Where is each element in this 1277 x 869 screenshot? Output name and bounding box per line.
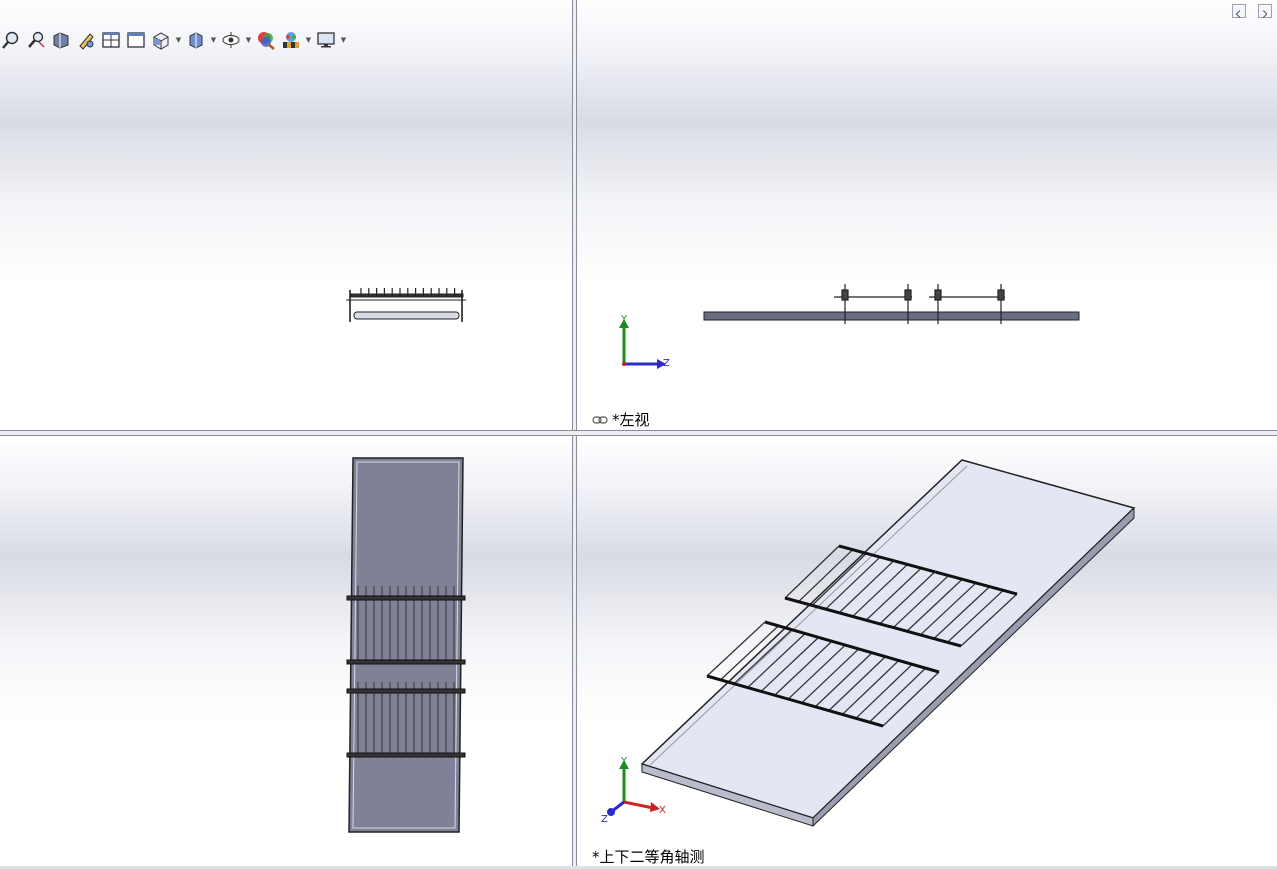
single-view-layout-icon[interactable] [125,29,147,51]
viewport-top-left[interactable]: ▼ ▼ ▼ ▼ ▼ [0,0,572,430]
viewport-left-view[interactable]: Y Z *左视 [577,0,1277,430]
view-settings-icon[interactable] [315,29,337,51]
edit-appearance-icon[interactable] [255,29,277,51]
hide-show-items-icon[interactable] [220,29,242,51]
status-strip [0,866,1277,869]
link-views-icon[interactable] [592,415,608,425]
view-orientation-icon[interactable] [150,29,172,51]
viewport-restore-icon[interactable] [1232,4,1246,18]
four-view-layout-icon[interactable] [100,29,122,51]
model-top-view[interactable] [0,436,572,866]
triad-dimetric: Y X Z [601,756,666,825]
axis-y-label: Y [620,314,628,325]
view-orientation-dropdown-icon[interactable]: ▼ [175,36,182,44]
view-name-label: *上下二等角轴测 [592,846,705,866]
triad-left-view: Y Z [619,314,670,369]
view-name-label: *左视 [592,409,650,430]
view-name-text: *左视 [612,411,650,429]
apply-scene-icon[interactable] [280,29,302,51]
viewport-dimetric-view[interactable]: Y X Z *上下二等角轴测 [577,436,1277,866]
heads-up-view-toolbar: ▼ ▼ ▼ ▼ ▼ [0,28,347,52]
axis-z-label: Z [663,358,670,369]
view-settings-dropdown-icon[interactable]: ▼ [340,36,347,44]
hide-show-items-dropdown-icon[interactable]: ▼ [245,36,252,44]
view-name-text: *上下二等角轴测 [592,848,705,866]
display-style-icon[interactable] [185,29,207,51]
viewport-horizontal-splitter[interactable] [0,430,1277,436]
viewport-bottom-left[interactable] [0,436,572,866]
zoom-to-fit-icon[interactable] [0,29,22,51]
section-view-icon[interactable] [75,29,97,51]
zoom-to-area-icon[interactable] [25,29,47,51]
axis-z-label: Z [601,814,608,825]
model-dimetric-view[interactable]: Y X Z [577,436,1277,866]
model-front-view[interactable] [0,0,572,430]
display-style-dropdown-icon[interactable]: ▼ [210,36,217,44]
model-left-view[interactable]: Y Z [577,0,1277,430]
axis-x-label: X [659,805,666,816]
previous-view-icon[interactable] [50,29,72,51]
viewport-maximize-icon[interactable] [1258,4,1272,18]
apply-scene-dropdown-icon[interactable]: ▼ [305,36,312,44]
axis-y-label: Y [620,756,628,767]
